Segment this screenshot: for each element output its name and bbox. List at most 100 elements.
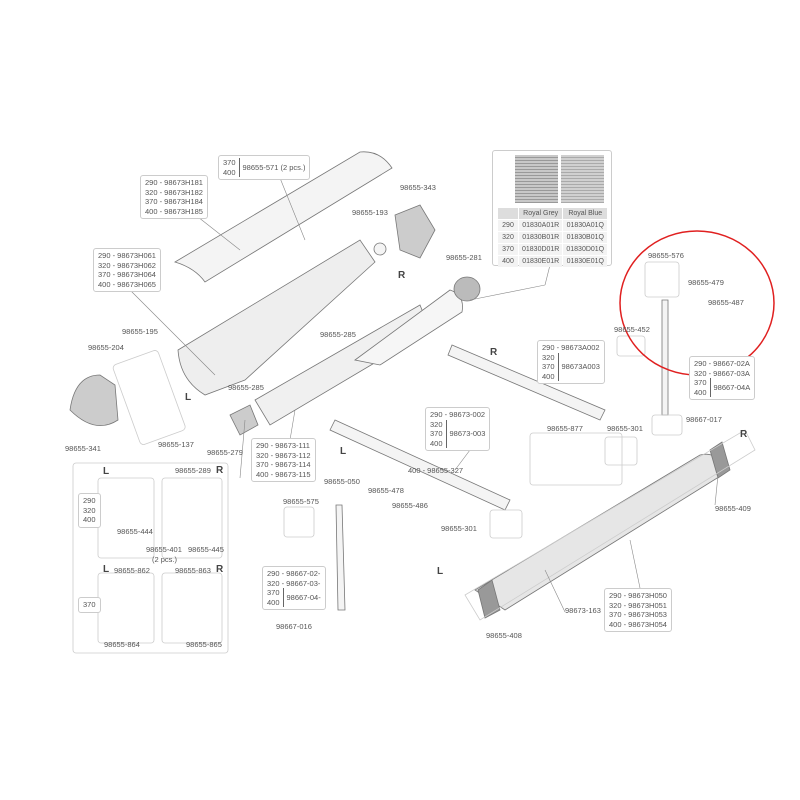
part-label: 400 - 98655-327 — [408, 466, 464, 475]
front-bar — [474, 453, 723, 611]
part-label: 98655-864 — [104, 640, 140, 649]
size: 370 — [542, 362, 555, 371]
size: 400 — [430, 438, 443, 448]
part-label: 98655-486 — [392, 501, 428, 510]
royal-blue-swatch — [561, 155, 604, 203]
royal-grey-swatch — [515, 155, 558, 203]
cell: 01830B01R — [519, 232, 563, 243]
arm-right — [447, 344, 606, 421]
roller-callout: 290 - 98673-111 320 - 98673-112 370 - 98… — [251, 438, 316, 482]
side-marker-left: L — [437, 566, 444, 577]
bushing-193 — [373, 242, 387, 256]
size: 370 — [223, 158, 236, 167]
part-number: 370 - 98673-114 — [256, 460, 311, 469]
part-label: 98655-862 — [114, 566, 150, 575]
cell: 01830A01Q — [563, 220, 608, 231]
part-number: 290 - 98673-111 — [256, 441, 310, 450]
part-number: 400 - 98673H185 — [145, 206, 203, 216]
part-label: 98655-195 — [122, 327, 158, 336]
size: 370 — [267, 588, 280, 597]
part-number: 290 - 98673A002 — [542, 343, 600, 352]
part-label: 98667-017 — [686, 415, 722, 424]
size: 400 — [83, 515, 96, 524]
cell: 01830E01R — [519, 256, 563, 267]
end-plug-279 — [229, 404, 259, 436]
part-number: 400 - 98673-115 — [256, 469, 311, 479]
column-header: Royal Grey — [519, 208, 563, 219]
cell: 01830D01Q — [563, 244, 608, 255]
part-number: 98673A003 — [561, 362, 600, 371]
part-label: 98655-575 — [283, 497, 319, 506]
part-label: 98655-863 — [175, 566, 211, 575]
side-marker-left: L — [340, 446, 347, 457]
part-label: 98655-279 — [207, 448, 243, 457]
side-marker-left: L — [185, 392, 192, 403]
front-bar-callout: 290 - 98673H050 320 - 98673H051 370 - 98… — [604, 588, 672, 632]
part-number: 320 - 98673-112 — [256, 450, 311, 460]
leg-left — [335, 504, 346, 611]
size: 400 — [267, 597, 280, 607]
part-label: 98655-289 — [175, 466, 211, 475]
part-label: 98655-137 — [158, 440, 194, 449]
part-label: 98655-445 — [188, 545, 224, 554]
cell: 01830A01R — [519, 220, 563, 231]
side-marker-right: R — [740, 429, 748, 440]
part-label: 98655-050 — [324, 477, 360, 486]
part-number: 400 - 98673H054 — [609, 619, 667, 629]
bar-cap-left — [477, 579, 501, 619]
part-label: 98655-401 — [146, 545, 182, 554]
part-number: 290 - 98667-02A — [694, 359, 750, 368]
part-number: 320 - 98673H051 — [609, 600, 667, 610]
case-callout: 290 - 98673H061 320 - 98673H062 370 - 98… — [93, 248, 161, 292]
front-cover-callout: 290 - 98673H181 320 - 98673H182 370 - 98… — [140, 175, 208, 219]
part-label: 98655-865 — [186, 640, 222, 649]
gear-281 — [453, 276, 481, 302]
side-marker-right: R — [216, 564, 224, 575]
part-number: 290 - 98673H061 — [98, 251, 156, 260]
part-label: 98655-343 — [400, 183, 436, 192]
part-number: 320 - 98673H062 — [98, 260, 156, 270]
size: 320 — [498, 232, 518, 243]
cell: 01830D01R — [519, 244, 563, 255]
part-label: 98655-204 — [88, 343, 124, 352]
part-label: 98655-285 — [228, 383, 264, 392]
part-label: 98655-301 — [607, 424, 643, 433]
size: 370 — [694, 378, 707, 387]
part-number: 400 - 98673H065 — [98, 279, 156, 289]
part-number: 320 - 98667-03A — [694, 368, 750, 378]
part-label: 98655-281 — [446, 253, 482, 262]
size: 400 — [542, 371, 555, 381]
part-number: 370 - 98673H184 — [145, 197, 203, 206]
part-label: 98655-479 — [688, 278, 724, 287]
part-label: 98655-452 — [614, 325, 650, 334]
awning-case — [177, 239, 376, 396]
part-label: 98655-408 — [486, 631, 522, 640]
leg-right — [661, 299, 669, 416]
size: 290 — [498, 220, 518, 231]
side-marker-right: R — [490, 347, 498, 358]
fabric-flap — [354, 289, 463, 366]
front-cover — [174, 151, 393, 283]
part-number: 98667-04- — [286, 592, 321, 602]
part-label: 98655-444 — [117, 527, 153, 536]
part-label: 98655-301 — [441, 524, 477, 533]
part-number: 98655-571 (2 pcs.) — [242, 162, 306, 172]
cell: 01830E01Q — [563, 256, 608, 267]
part-label: 98655-193 — [352, 208, 388, 217]
side-marker-right: R — [216, 465, 224, 476]
side-marker-right: R — [398, 270, 406, 281]
side-marker-left: L — [103, 466, 110, 477]
part-label: 98667-016 — [276, 622, 312, 631]
part-label: 98655-285 — [320, 330, 356, 339]
size-group-b: 370 — [78, 597, 101, 613]
size: 400 — [223, 167, 236, 177]
